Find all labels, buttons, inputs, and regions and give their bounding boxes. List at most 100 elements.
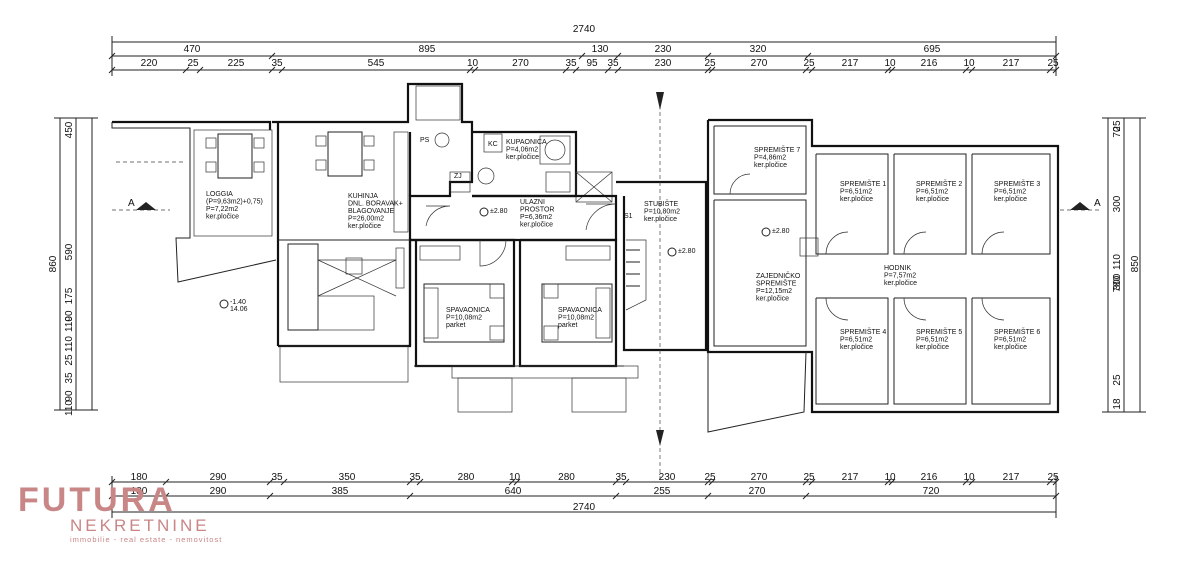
dimension-value: 10 — [963, 472, 975, 483]
dimension-value: 470 — [184, 44, 201, 55]
dimension-value: 590 — [64, 243, 75, 260]
dimension-value: 90 — [64, 390, 75, 402]
room-label-spremiste2: SPREMIŠTE 2 — [916, 179, 962, 188]
dimension-value: 110 — [1112, 254, 1123, 270]
room-label-hodnik: ker.pločice — [884, 280, 917, 287]
dimension-value: 175 — [64, 287, 75, 304]
room-label-spremiste6: ker.pločice — [994, 344, 1027, 351]
dimension-value: 217 — [1003, 472, 1020, 483]
room-label-kuhinja: ker.pločice — [348, 223, 381, 230]
room-label-spremiste3: SPREMIŠTE 3 — [994, 179, 1040, 188]
dimension-value: 216 — [921, 58, 938, 69]
room-label-spremiste1: ker.pločice — [840, 196, 873, 203]
dimension-value: 25 — [1047, 472, 1059, 483]
room-label-ulazni: ker.pločice — [520, 222, 553, 229]
dimension-value: 25 — [187, 58, 199, 69]
dimension-value: 320 — [750, 44, 767, 55]
dimension-tick — [513, 478, 521, 486]
dimension-value: 545 — [368, 58, 385, 69]
dimension-value: 10 — [467, 58, 479, 69]
dimension-tick — [466, 66, 474, 74]
logo-sub: NEKRETNINE — [70, 516, 210, 535]
room-label-kuhinja: KUHINJA — [348, 193, 378, 200]
dimension-value: 25 — [704, 472, 716, 483]
logo-main: FUTURA — [18, 481, 176, 519]
room-label-stubiste: P=10,80m2 — [644, 209, 680, 216]
section-label-left: A — [128, 198, 135, 209]
dimension-tick — [562, 66, 570, 74]
dimension-tick — [182, 66, 190, 74]
room-label-kupaonica: ker.pločice — [506, 154, 539, 161]
dimension-tick — [622, 478, 630, 486]
room-label-loggia: P=7,22m2 — [206, 206, 238, 213]
room-label-ulazni: P=6,36m2 — [520, 214, 552, 221]
dimension-value: 895 — [419, 44, 436, 55]
storage-block — [706, 118, 1060, 433]
room-label-kuhinja: BLAGOVANJE — [348, 208, 394, 215]
room-label-spremiste1: SPREMIŠTE 1 — [840, 179, 886, 188]
level-label: ±2.80 — [772, 228, 790, 235]
dimension-tick — [804, 52, 812, 60]
room-label-stubiste: STUBIŠTE — [644, 199, 679, 208]
dimension-tick — [268, 52, 276, 60]
dimension-tick — [196, 66, 204, 74]
dimension-value: 10 — [884, 472, 896, 483]
dimension-value: 217 — [842, 472, 859, 483]
dimension-tick — [704, 52, 712, 60]
dimension-tick — [471, 66, 479, 74]
dimension-total: 2740 — [573, 502, 596, 513]
dimension-tick — [1052, 52, 1060, 60]
room-label-spremiste4: SPREMIŠTE 4 — [840, 327, 886, 336]
dimension-value: 35 — [271, 472, 283, 483]
label-s1: S1 — [624, 213, 633, 220]
room-label-spavaonica2: SPAVAONICA — [558, 307, 602, 314]
room-label-zajednicko: SPREMIŠTE — [756, 279, 797, 288]
room-label-ulazni: PROSTOR — [520, 207, 555, 214]
dimension-tick — [704, 66, 712, 74]
label-zj: ZJ — [454, 173, 462, 180]
dimension-tick — [802, 66, 810, 74]
dimension-value: 25 — [64, 354, 75, 366]
dimension-value: 270 — [751, 58, 768, 69]
dimension-value: 25 — [803, 472, 815, 483]
dimension-value: 35 — [607, 58, 619, 69]
dimension-tick — [1046, 478, 1054, 486]
dimension-tick — [708, 66, 716, 74]
level-small: 14.06 — [230, 306, 248, 313]
room-label-spremiste2: P=6,51m2 — [916, 189, 948, 196]
dimension-value: 230 — [659, 472, 676, 483]
dimension-value: 640 — [505, 486, 522, 497]
room-label-spremiste6: SPREMIŠTE 6 — [994, 327, 1040, 336]
dimension-value: 130 — [592, 44, 609, 55]
dimension-lines-right — [1102, 117, 1146, 413]
dimension-value: 220 — [141, 58, 158, 69]
dimension-total: 2740 — [573, 24, 596, 35]
entrance-hall — [410, 194, 618, 242]
bedroom-2 — [414, 238, 639, 413]
room-label-spremiste7: SPREMIŠTE 7 — [754, 145, 800, 154]
dimension-tick — [268, 66, 276, 74]
label-ps: PS — [420, 137, 430, 144]
dimension-tick — [572, 66, 580, 74]
dimension-value: 450 — [64, 121, 75, 138]
room-label-spremiste1: P=6,51m2 — [840, 189, 872, 196]
dimension-value: 695 — [924, 44, 941, 55]
logo-tagline: immobilie - real estate - nemovitost — [70, 535, 223, 544]
room-label-spremiste3: P=6,51m2 — [994, 189, 1026, 196]
room-label-spremiste5: ker.pločice — [916, 344, 949, 351]
dimension-value: 217 — [842, 58, 859, 69]
dimension-value: 230 — [655, 58, 672, 69]
room-label-spavaonica1: parket — [446, 322, 466, 329]
dimension-value: 720 — [923, 486, 940, 497]
dimension-tick — [108, 478, 116, 486]
room-label-kupaonica: P=4,06m2 — [506, 147, 538, 154]
dimension-value: 95 — [586, 58, 598, 69]
dimension-value: 280 — [458, 472, 475, 483]
dimension-value: 110 — [64, 400, 75, 416]
dimension-value: 350 — [339, 472, 356, 483]
dimension-tick — [808, 478, 816, 486]
room-label-stubiste: ker.pločice — [644, 216, 677, 223]
staircase — [616, 92, 708, 480]
dimension-tick — [888, 66, 896, 74]
